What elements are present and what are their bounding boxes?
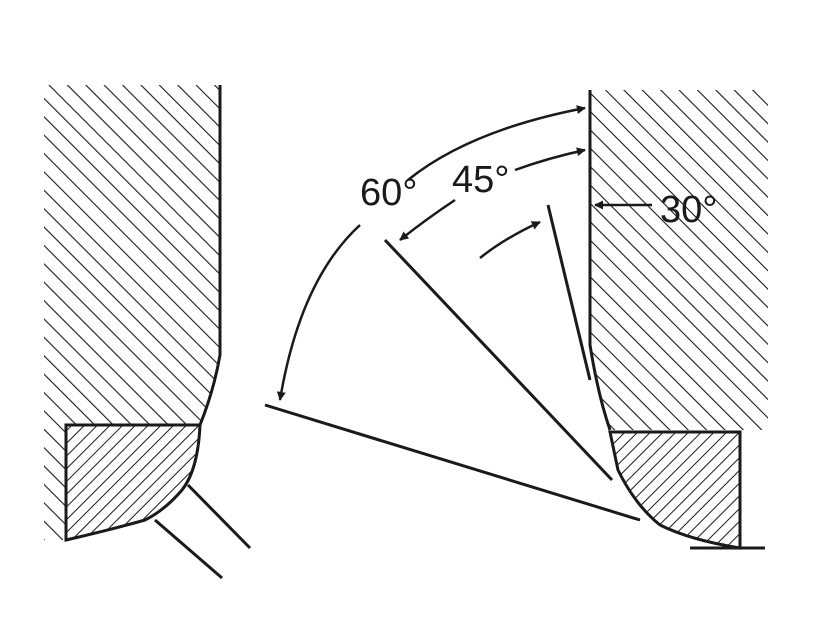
left-weld-zone xyxy=(64,423,202,542)
bevel-angle-lines xyxy=(264,204,641,522)
arc-60-upper xyxy=(407,105,586,181)
left-electrode-line-upper xyxy=(186,483,252,550)
left-base-metal xyxy=(44,85,220,540)
right-workpiece xyxy=(588,90,768,550)
right-weld-zone xyxy=(608,430,742,550)
angle-label-45: 45° xyxy=(452,159,509,201)
angle-label-30: 30° xyxy=(660,189,717,231)
arc-45-right xyxy=(514,147,586,172)
bevel-line-45 xyxy=(383,238,614,482)
bevel-line-60 xyxy=(264,403,641,522)
right-base-metal xyxy=(590,90,768,430)
right-workpiece-outline xyxy=(588,90,612,431)
left-electrode-line-lower xyxy=(154,518,223,580)
angle-label-60: 60° xyxy=(360,172,417,214)
angle-arcs xyxy=(276,105,652,401)
arc-60-lower xyxy=(276,224,361,401)
arc-45-left xyxy=(399,198,456,241)
bevel-line-30 xyxy=(546,204,592,381)
left-workpiece xyxy=(44,85,252,580)
arc-30-left-arrow xyxy=(479,220,541,259)
